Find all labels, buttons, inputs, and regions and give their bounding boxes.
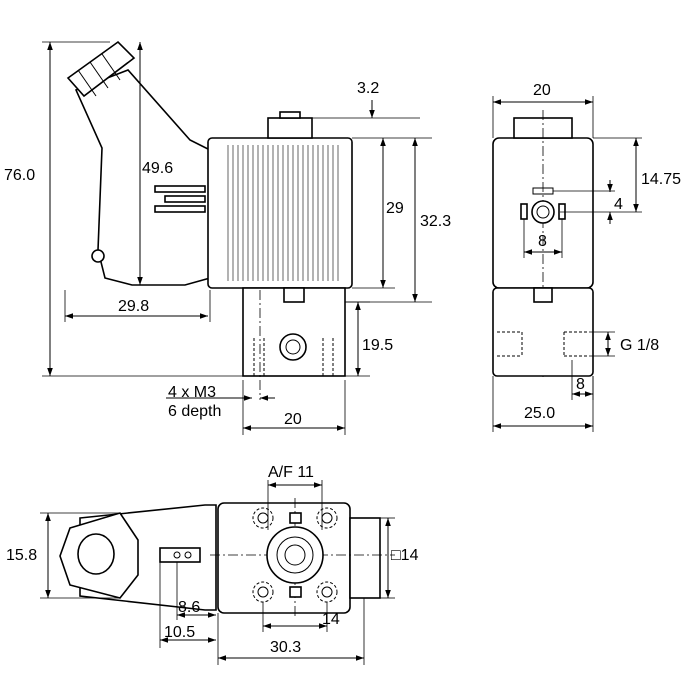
connector-plug bbox=[66, 40, 211, 286]
plan-body-side bbox=[349, 517, 381, 599]
dim-49-6: 49.6 bbox=[142, 160, 173, 177]
dim-g-1-8: G 1/8 bbox=[620, 337, 659, 354]
dim-af-11: A/F 11 bbox=[268, 464, 314, 481]
end-view: 20 14.75 4 8 G 1/8 8 25.0 bbox=[492, 82, 681, 432]
coil-nut bbox=[267, 117, 313, 139]
dim-4: 4 bbox=[614, 196, 623, 213]
dim-20-end: 20 bbox=[533, 82, 551, 99]
plan-view: A/F 11 15.8 □14 8.6 10.5 14 30.3 bbox=[6, 464, 419, 665]
thread-note-line1: 4 x M3 bbox=[168, 384, 216, 401]
thread-note-line2: 6 depth bbox=[168, 403, 221, 420]
dim-29-8: 29.8 bbox=[118, 298, 149, 315]
dim-32-3: 32.3 bbox=[420, 213, 451, 230]
dim-20-side: 20 bbox=[284, 411, 302, 428]
side-view: 76.0 49.6 29.8 3.2 29 32.3 19.5 4 x M3 6… bbox=[4, 40, 451, 435]
dim-8-6: 8.6 bbox=[178, 599, 200, 616]
dim-square-14: □14 bbox=[391, 547, 419, 564]
dim-14-75: 14.75 bbox=[641, 171, 681, 188]
coil bbox=[207, 111, 353, 289]
dim-19-5: 19.5 bbox=[362, 337, 393, 354]
valve-body bbox=[242, 287, 346, 400]
connector-cap-nut bbox=[66, 40, 136, 98]
dim-8-offset: 8 bbox=[576, 376, 585, 393]
dim-14-spacing: 14 bbox=[322, 611, 340, 628]
dim-15-8: 15.8 bbox=[6, 547, 37, 564]
dim-3-2: 3.2 bbox=[357, 80, 379, 97]
dim-8-slots: 8 bbox=[538, 233, 547, 250]
dim-76: 76.0 bbox=[4, 167, 35, 184]
dim-25-0: 25.0 bbox=[524, 405, 555, 422]
dim-29: 29 bbox=[386, 200, 404, 217]
dim-30-3: 30.3 bbox=[270, 639, 301, 656]
dim-10-5: 10.5 bbox=[164, 624, 195, 641]
connector-pin bbox=[154, 185, 206, 193]
